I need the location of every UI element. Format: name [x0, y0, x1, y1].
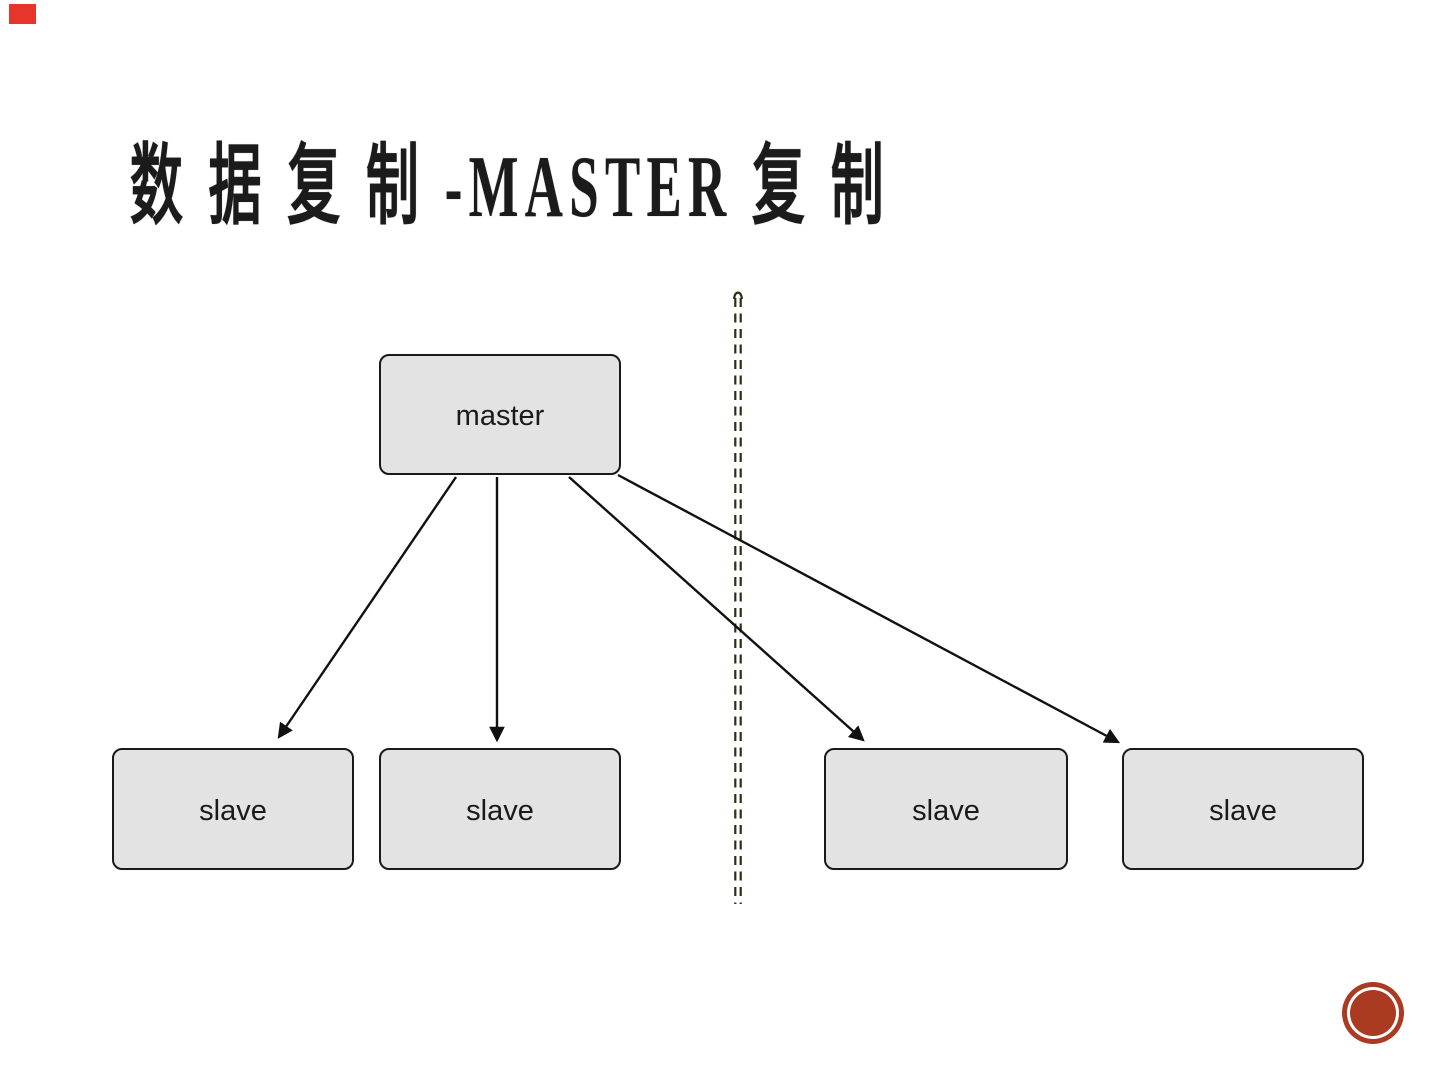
slave-2-box — [379, 748, 621, 870]
corner-marker — [9, 4, 36, 24]
arrow-master-to-slave-3 — [568, 476, 865, 742]
stamp-core — [1350, 990, 1396, 1036]
divider-top-cap — [733, 291, 743, 300]
slave-2-label: slave — [466, 795, 534, 827]
slave-1-label: slave — [199, 795, 267, 827]
slave-4-box — [1122, 748, 1364, 870]
node-slave-2: slave — [379, 748, 621, 870]
stamp-logo-icon — [1342, 982, 1404, 1044]
slave-4-label: slave — [1209, 795, 1277, 827]
master-label: master — [456, 400, 545, 432]
slave-3-box — [824, 748, 1068, 870]
node-slave-4: slave — [1122, 748, 1364, 870]
master-box — [379, 354, 621, 475]
slave-3-label: slave — [912, 795, 980, 827]
node-slave-3: slave — [824, 748, 1068, 870]
slide-title: 数 据 复 制 -MASTER 复 制 — [130, 139, 890, 236]
arrow-master-to-slave-4 — [617, 473, 1121, 744]
node-slave-1: slave — [112, 748, 354, 870]
arrow-master-to-slave-1 — [277, 476, 457, 739]
partition-divider — [733, 291, 743, 904]
edges — [277, 473, 1121, 744]
slave-1-box — [112, 748, 354, 870]
node-master: master — [379, 354, 621, 475]
